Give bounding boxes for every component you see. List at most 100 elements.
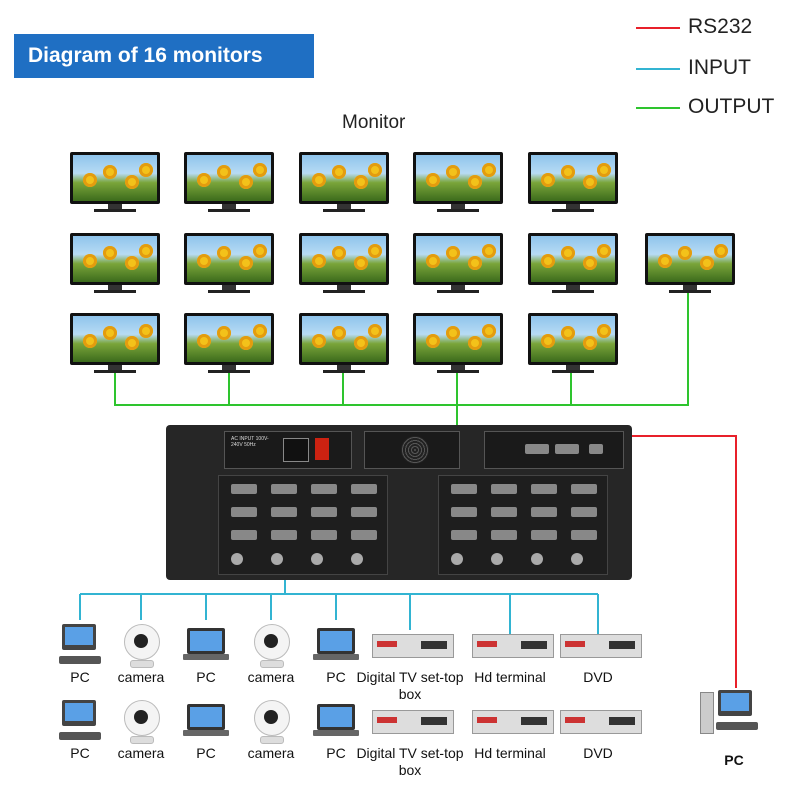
device-label: camera [117, 669, 165, 685]
output-port[interactable] [571, 484, 597, 494]
keyboard-icon [716, 722, 758, 730]
input-port[interactable] [311, 553, 323, 565]
device-label: DVD [583, 669, 613, 685]
power-panel: AC INPUT 100V-240V 50Hz [224, 431, 352, 469]
output-port[interactable] [531, 507, 557, 517]
input-port[interactable] [351, 507, 377, 517]
monitor-icon [299, 152, 389, 214]
power-switch[interactable] [315, 438, 329, 460]
set-top-box-icon [372, 634, 454, 658]
output-port[interactable] [491, 484, 517, 494]
output-port[interactable] [491, 530, 517, 540]
output-port[interactable] [451, 507, 477, 517]
monitor-icon [299, 313, 389, 375]
control-panel [484, 431, 624, 469]
output-port[interactable] [451, 484, 477, 494]
pc-icon [57, 622, 137, 682]
input-port[interactable] [311, 484, 337, 494]
output-port[interactable] [571, 530, 597, 540]
output-port[interactable] [451, 553, 463, 565]
dvd-player-icon [560, 710, 642, 734]
device-label: PC [70, 669, 90, 685]
legend-label: RS232 [688, 15, 753, 38]
input-port[interactable] [311, 530, 337, 540]
input-port[interactable] [351, 484, 377, 494]
monitor-icon [413, 152, 503, 214]
legend-swatch-input [636, 68, 680, 70]
device-label: camera [247, 745, 295, 761]
rs232-out-port[interactable] [555, 444, 579, 454]
output-port[interactable] [491, 507, 517, 517]
input-port[interactable] [351, 530, 377, 540]
monitor-icon [184, 152, 274, 214]
input-port[interactable] [231, 484, 257, 494]
pc-icon [57, 698, 137, 758]
device-label: camera [117, 745, 165, 761]
camera-icon [248, 622, 328, 682]
monitor-icon [413, 313, 503, 375]
matrix-switcher: AC INPUT 100V-240V 50Hz [166, 425, 632, 580]
input-port[interactable] [231, 553, 243, 565]
monitor-icon [645, 233, 735, 295]
device-label: PC [196, 669, 216, 685]
fan-panel [364, 431, 460, 469]
input-port[interactable] [271, 484, 297, 494]
output-port[interactable] [571, 553, 583, 565]
diagram-title: Diagram of 16 monitors [14, 34, 314, 78]
output-port[interactable] [531, 530, 557, 540]
legend-swatch-output [636, 107, 680, 109]
monitor-icon [528, 233, 618, 295]
monitor-icon [70, 313, 160, 375]
monitor-group-label: Monitor [342, 112, 406, 133]
device-label: PC [326, 745, 346, 761]
input-port[interactable] [231, 507, 257, 517]
device-label: PC [70, 745, 90, 761]
device-label: Hd terminal [474, 745, 546, 761]
set-top-box-icon [372, 710, 454, 734]
output-port[interactable] [451, 530, 477, 540]
output-port[interactable] [571, 507, 597, 517]
input-port[interactable] [271, 530, 297, 540]
camera-icon [118, 622, 198, 682]
legend-label: OUTPUT [688, 95, 775, 118]
device-label: camera [247, 669, 295, 685]
legend-swatch-rs232 [636, 27, 680, 29]
pc-tower-icon [700, 692, 714, 734]
camera-icon [248, 698, 328, 758]
device-label: PC [326, 669, 346, 685]
monitor-icon [299, 233, 389, 295]
input-port[interactable] [231, 530, 257, 540]
rs232-port[interactable] [525, 444, 549, 454]
dvd-player-icon [560, 634, 642, 658]
monitor-icon [528, 313, 618, 375]
device-label: Hd terminal [474, 669, 546, 685]
power-socket-icon [283, 438, 309, 462]
legend-label: INPUT [688, 56, 751, 79]
device-label: DVD [583, 745, 613, 761]
output-port[interactable] [491, 553, 503, 565]
monitor-icon [413, 233, 503, 295]
input-port[interactable] [351, 553, 363, 565]
control-pc-label: PC [724, 752, 744, 768]
control-pc[interactable] [700, 688, 764, 748]
monitor-icon [184, 313, 274, 375]
device-label: PC [196, 745, 216, 761]
monitor-icon [70, 152, 160, 214]
monitor-icon [70, 233, 160, 295]
hd-terminal-icon [472, 710, 554, 734]
input-port[interactable] [311, 507, 337, 517]
output-port[interactable] [531, 484, 557, 494]
input-port[interactable] [271, 553, 283, 565]
monitor-icon [528, 152, 618, 214]
monitor-icon [184, 233, 274, 295]
laptop-icon [183, 624, 263, 684]
network-port[interactable] [589, 444, 603, 454]
pc-monitor-icon [718, 690, 752, 716]
camera-icon [118, 698, 198, 758]
output-port[interactable] [531, 553, 543, 565]
device-label: Digital TV set-top box [356, 669, 464, 702]
device-label: Digital TV set-top box [356, 745, 464, 778]
input-port[interactable] [271, 507, 297, 517]
hd-terminal-icon [472, 634, 554, 658]
laptop-icon [183, 700, 263, 760]
